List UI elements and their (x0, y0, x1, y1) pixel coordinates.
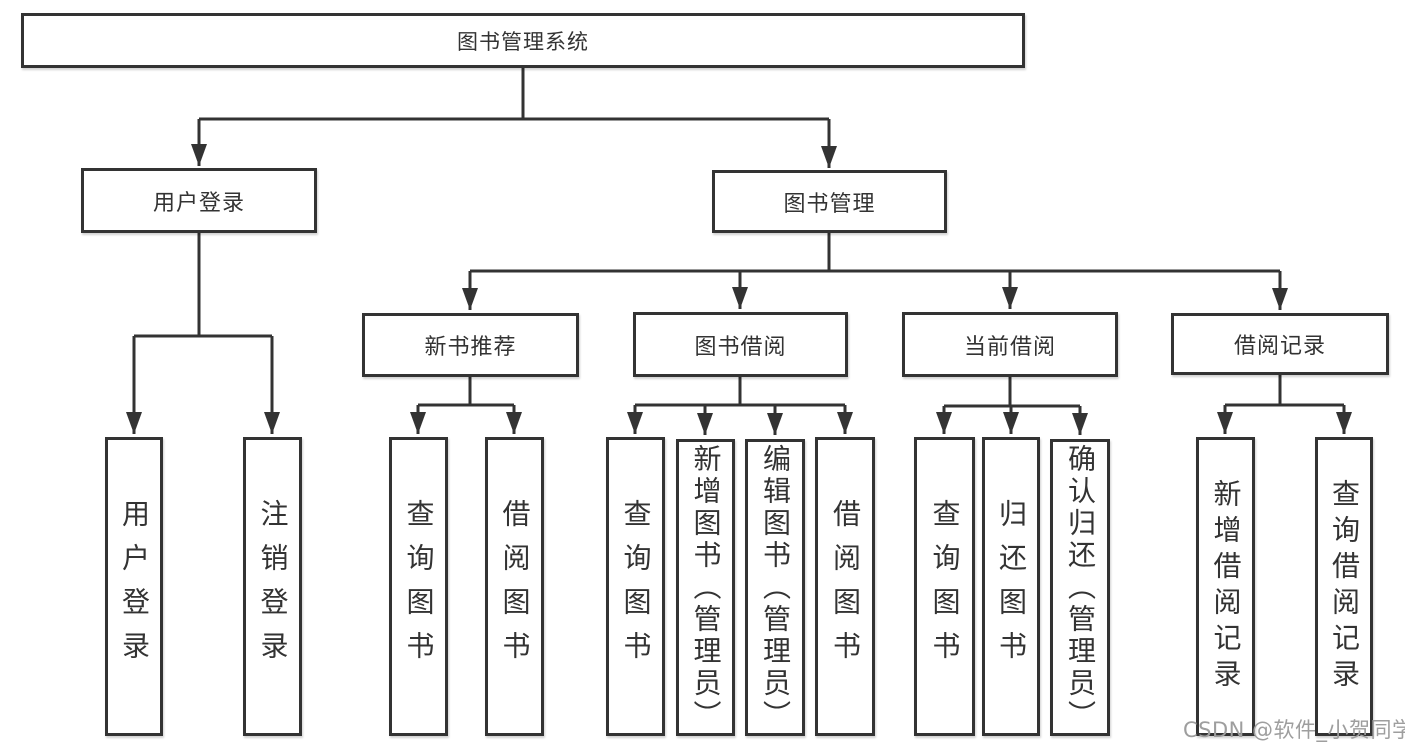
node-root-system: 图书管理系统 (21, 13, 1025, 68)
node-leaf-add-borrow-record: 新增借阅记录 (1196, 437, 1255, 736)
node-current-borrow: 当前借阅 (902, 312, 1118, 377)
node-leaf-query-book-3: 查询图书 (914, 437, 975, 736)
leaf-label: 查询图书 (402, 498, 436, 675)
node-new-book-recommend: 新书推荐 (362, 313, 579, 377)
node-leaf-confirm-return-admin: 确认归还（管理员） (1050, 439, 1110, 736)
node-borrow-record: 借阅记录 (1171, 313, 1389, 375)
node-book-management: 图书管理 (712, 170, 947, 233)
leaf-label: 借阅图书 (498, 498, 532, 675)
leaf-label: 新增图书（管理员） (689, 443, 723, 732)
node-leaf-logout: 注销登录 (243, 437, 302, 736)
leaf-label: 确认归还（管理员） (1064, 443, 1097, 732)
csdn-watermark: CSDN @软件_小贺同学 (1183, 718, 1405, 742)
leaf-label: 注销登录 (256, 498, 290, 675)
node-leaf-add-book-admin: 新增图书（管理员） (676, 439, 735, 736)
leaf-label: 归还图书 (995, 498, 1028, 675)
node-leaf-borrow-book-2: 借阅图书 (815, 437, 875, 736)
node-leaf-edit-book-admin: 编辑图书（管理员） (745, 439, 805, 736)
node-book-borrow: 图书借阅 (633, 312, 848, 377)
leaf-label: 查询借阅记录 (1328, 478, 1361, 695)
leaf-label: 用户登录 (118, 498, 151, 675)
node-leaf-query-borrow-record: 查询借阅记录 (1315, 437, 1373, 736)
leaf-label: 编辑图书（管理员） (759, 443, 792, 732)
leaf-label: 查询图书 (619, 498, 653, 675)
node-leaf-query-book-1: 查询图书 (389, 437, 448, 736)
node-user-login: 用户登录 (81, 168, 317, 233)
node-leaf-borrow-book-1: 借阅图书 (485, 437, 544, 736)
node-leaf-user-login: 用户登录 (105, 437, 163, 736)
node-leaf-query-book-2: 查询图书 (606, 437, 665, 736)
node-leaf-return-book: 归还图书 (982, 437, 1040, 736)
leaf-label: 查询图书 (928, 498, 962, 675)
leaf-label: 新增借阅记录 (1209, 478, 1243, 695)
leaf-label: 借阅图书 (829, 498, 862, 675)
